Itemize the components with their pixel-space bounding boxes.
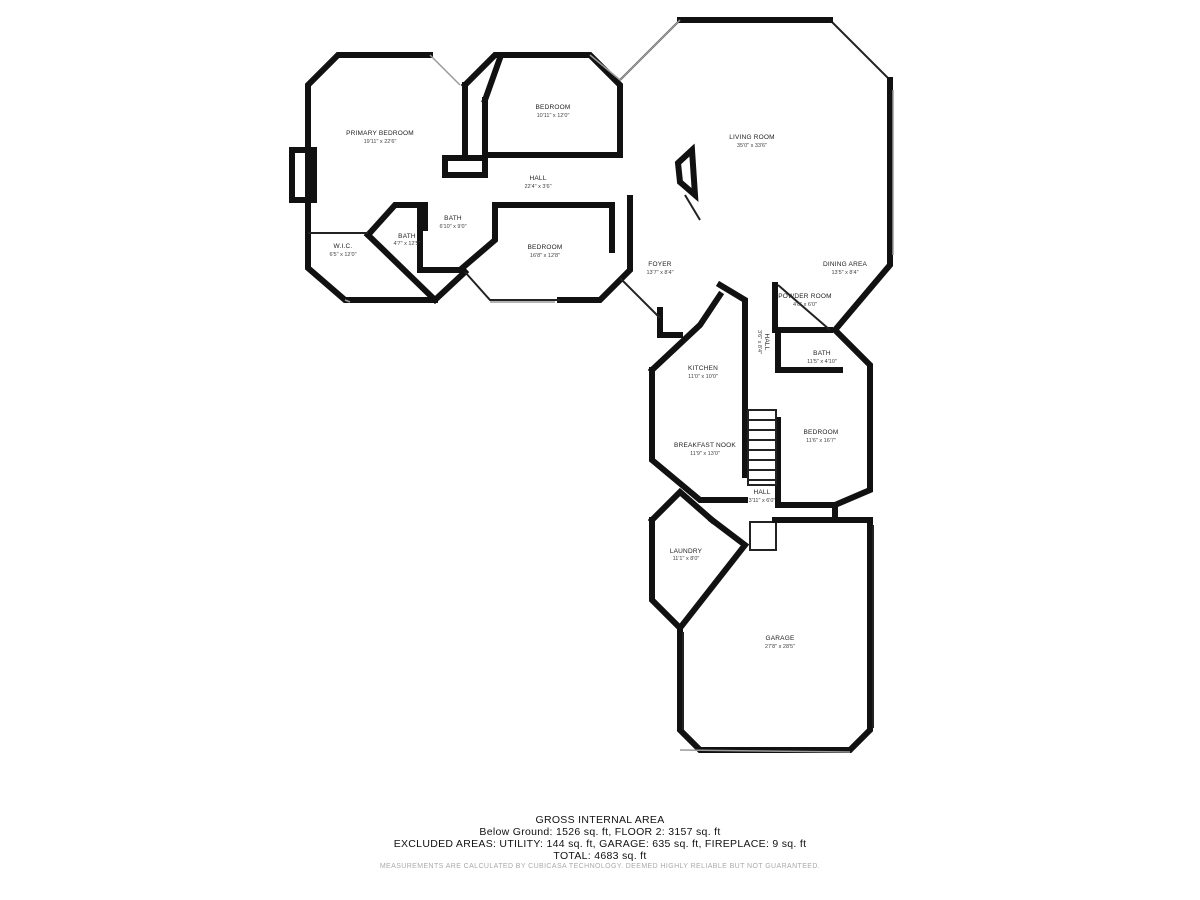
room-name-breakfast-nook: BREAKFAST NOOK xyxy=(674,442,736,449)
room-name-primary-bedroom: PRIMARY BEDROOM xyxy=(346,130,414,137)
room-dim-laundry: 11'1" x 8'0" xyxy=(673,556,700,562)
room-name-powder-room: POWDER ROOM xyxy=(778,293,831,300)
room-name-garage: GARAGE xyxy=(765,635,794,642)
area-line-excluded: EXCLUDED AREAS: UTILITY: 144 sq. ft, GAR… xyxy=(393,838,807,850)
room-dim-foyer: 13'7" x 8'4" xyxy=(646,270,673,276)
room-dim-kitchen: 11'0" x 10'0" xyxy=(688,374,718,380)
room-dim-wic: 6'5" x 12'0" xyxy=(329,252,356,258)
area-title: GROSS INTERNAL AREA xyxy=(535,814,665,826)
room-name-bedroom-right: BEDROOM xyxy=(804,429,839,436)
room-name-dining-area: DINING AREA xyxy=(823,261,868,268)
windows xyxy=(344,19,894,753)
room-dim-living-room: 35'0" x 33'6" xyxy=(737,143,767,149)
area-summary: GROSS INTERNAL AREA Below Ground: 1526 s… xyxy=(0,814,1200,870)
room-dim-powder-room: 4'6" x 6'0" xyxy=(793,302,817,308)
walls xyxy=(289,17,893,753)
room-dim-bedroom-top: 10'11" x 12'0" xyxy=(537,113,570,119)
room-dim-bath-primary: 4'7" x 12'5" xyxy=(393,241,420,247)
room-name-hall-lower: HALL xyxy=(753,489,770,496)
fireplace-primary xyxy=(289,147,317,203)
room-dim-dining-area: 13'5" x 8'4" xyxy=(831,270,858,276)
staircase xyxy=(747,409,777,551)
room-labels: PRIMARY BEDROOM 19'11" x 22'6" BEDROOM 1… xyxy=(329,104,867,650)
room-name-wic: W.I.C. xyxy=(334,243,353,250)
room-dim-hall-vertical: 3'6" x 8'4" xyxy=(756,330,762,354)
room-name-hall-vertical: HALL xyxy=(763,333,770,350)
room-name-bedroom-top: BEDROOM xyxy=(536,104,571,111)
room-name-laundry: LAUNDRY xyxy=(670,548,703,555)
room-dim-bath-right: 11'5" x 4'10" xyxy=(807,359,837,365)
room-name-bath-primary: BATH xyxy=(398,233,416,240)
room-dim-bedroom-right: 11'6" x 16'7" xyxy=(806,438,836,444)
area-line-floors: Below Ground: 1526 sq. ft, FLOOR 2: 3157… xyxy=(479,826,721,838)
room-dim-primary-bedroom: 19'11" x 22'6" xyxy=(364,139,397,145)
room-dim-bath-small: 6'10" x 9'0" xyxy=(439,224,466,230)
room-dim-hall-upper: 22'4" x 3'6" xyxy=(524,184,551,190)
room-name-kitchen: KITCHEN xyxy=(688,365,718,372)
room-name-bath-right: BATH xyxy=(813,350,831,357)
room-dim-bedroom-mid: 16'8" x 12'8" xyxy=(530,253,560,259)
room-name-bedroom-mid: BEDROOM xyxy=(528,244,563,251)
room-name-bath-small: BATH xyxy=(444,215,462,222)
fireplace-living xyxy=(674,143,699,202)
room-name-hall-upper: HALL xyxy=(529,175,546,182)
room-dim-garage: 27'8" x 28'5" xyxy=(765,644,795,650)
room-dim-hall-lower: 3'11" x 6'0" xyxy=(749,498,776,504)
area-line-total: TOTAL: 4683 sq. ft xyxy=(553,850,647,862)
room-name-living-room: LIVING ROOM xyxy=(729,134,775,141)
room-name-foyer: FOYER xyxy=(648,261,671,268)
room-dim-breakfast-nook: 11'9" x 13'0" xyxy=(690,451,720,457)
disclaimer: MEASUREMENTS ARE CALCULATED BY CUBICASA … xyxy=(379,863,821,870)
